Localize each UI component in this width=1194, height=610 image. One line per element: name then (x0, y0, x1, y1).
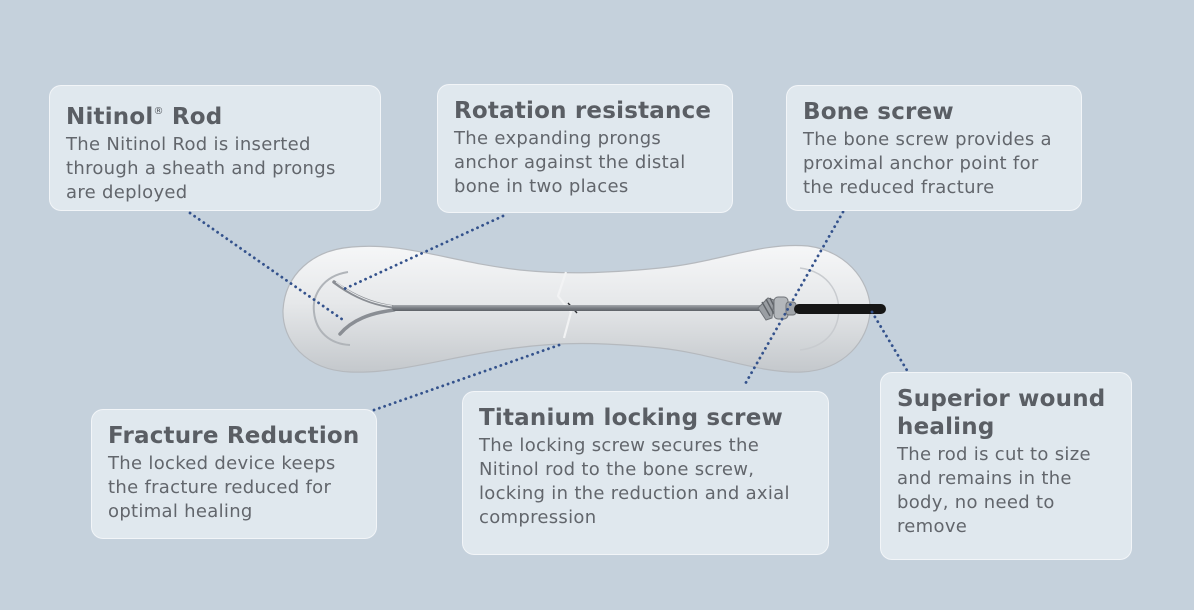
callout-body: The locking screw secures the Nitinol ro… (479, 435, 790, 528)
nitinol-rod (392, 305, 772, 311)
registered-mark: ® (153, 106, 164, 117)
callout-title: Rotation resistance (454, 98, 712, 124)
callout-title: Superior wound healing (897, 386, 1106, 440)
callout-body: The locked device keeps the fracture red… (108, 453, 336, 522)
leader-line-fracture-reduction (372, 342, 564, 412)
callout-body: The expanding prongs anchor against the … (454, 128, 686, 197)
callout-title: Nitinol® Rod (66, 104, 223, 130)
bone-screw (757, 296, 797, 321)
leader-line-bone-screw (742, 210, 845, 388)
prong-upper-highlight (335, 281, 393, 307)
leader-line-rotation-resistance (340, 214, 505, 292)
callout-fracture-reduction: Fracture Reduction The locked device kee… (91, 409, 377, 539)
callout-body: The rod is cut to size and remains in th… (897, 444, 1091, 537)
callout-rotation-resistance: Rotation resistance The expanding prongs… (437, 84, 733, 213)
leader-line-nitinol-rod (188, 211, 348, 324)
callout-title: Titanium locking screw (479, 405, 783, 431)
bone-inner-cup (312, 271, 351, 346)
leader-lines (188, 210, 910, 412)
callout-body: The bone screw provides a proximal ancho… (803, 129, 1052, 198)
callout-title: Fracture Reduction (108, 423, 360, 449)
callout-titanium-locking-screw: Titanium locking screw The locking screw… (462, 391, 829, 555)
callout-body: The Nitinol Rod is inserted through a sh… (66, 134, 336, 203)
callout-title: Bone screw (803, 99, 954, 125)
prong-lower (338, 308, 396, 336)
bone-inner-end (799, 267, 840, 351)
callout-nitinol-rod: Nitinol® Rod The Nitinol Rod is inserted… (49, 85, 381, 211)
leader-line-superior-healing (870, 310, 910, 374)
callout-superior-wound-healing: Superior wound healing The rod is cut to… (880, 372, 1132, 560)
callout-bone-screw: Bone screw The bone screw provides a pro… (786, 85, 1082, 211)
rod-tip (794, 304, 886, 314)
